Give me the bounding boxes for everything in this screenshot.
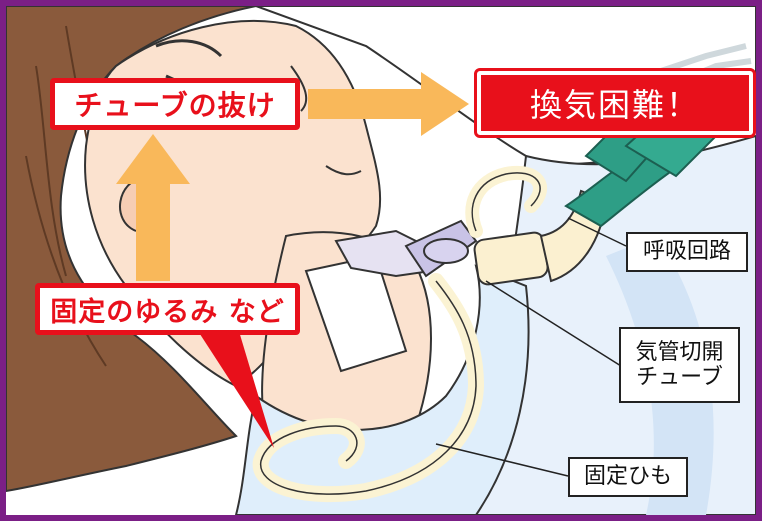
mouth: [325, 165, 362, 176]
trach-tube-cuff: [423, 238, 469, 264]
arrow-up-shaft: [136, 181, 170, 281]
connector: [473, 231, 549, 286]
arrow-up-head: [116, 134, 190, 184]
leader-breathing-circuit: [567, 217, 627, 247]
callout-pointer: [196, 328, 274, 448]
breathing-difficulty-callout: 換気困難！: [474, 68, 756, 138]
trach-tube-label: 気管切開 チューブ: [619, 327, 740, 403]
trach-tube-label-line1: 気管切開: [635, 339, 724, 365]
loosened-fixation-callout: 固定のゆるみ など: [35, 283, 300, 335]
leader-securing-tie: [435, 443, 569, 477]
nose: [290, 65, 308, 112]
tube-dislodged-callout: チューブの抜け: [50, 78, 300, 130]
leader-trach-tube: [485, 280, 622, 367]
securing-tie-upper-outline: [471, 172, 541, 232]
arrow-right-shaft: [308, 89, 423, 119]
eyebrow: [155, 39, 223, 58]
breathing-circuit-label: 呼吸回路: [626, 232, 748, 272]
arrow-right-head: [421, 72, 469, 136]
trach-tube-label-line2: チューブ: [636, 365, 723, 390]
securing-tie-outline: [260, 280, 477, 495]
securing-tie-label: 固定ひも: [568, 457, 688, 497]
